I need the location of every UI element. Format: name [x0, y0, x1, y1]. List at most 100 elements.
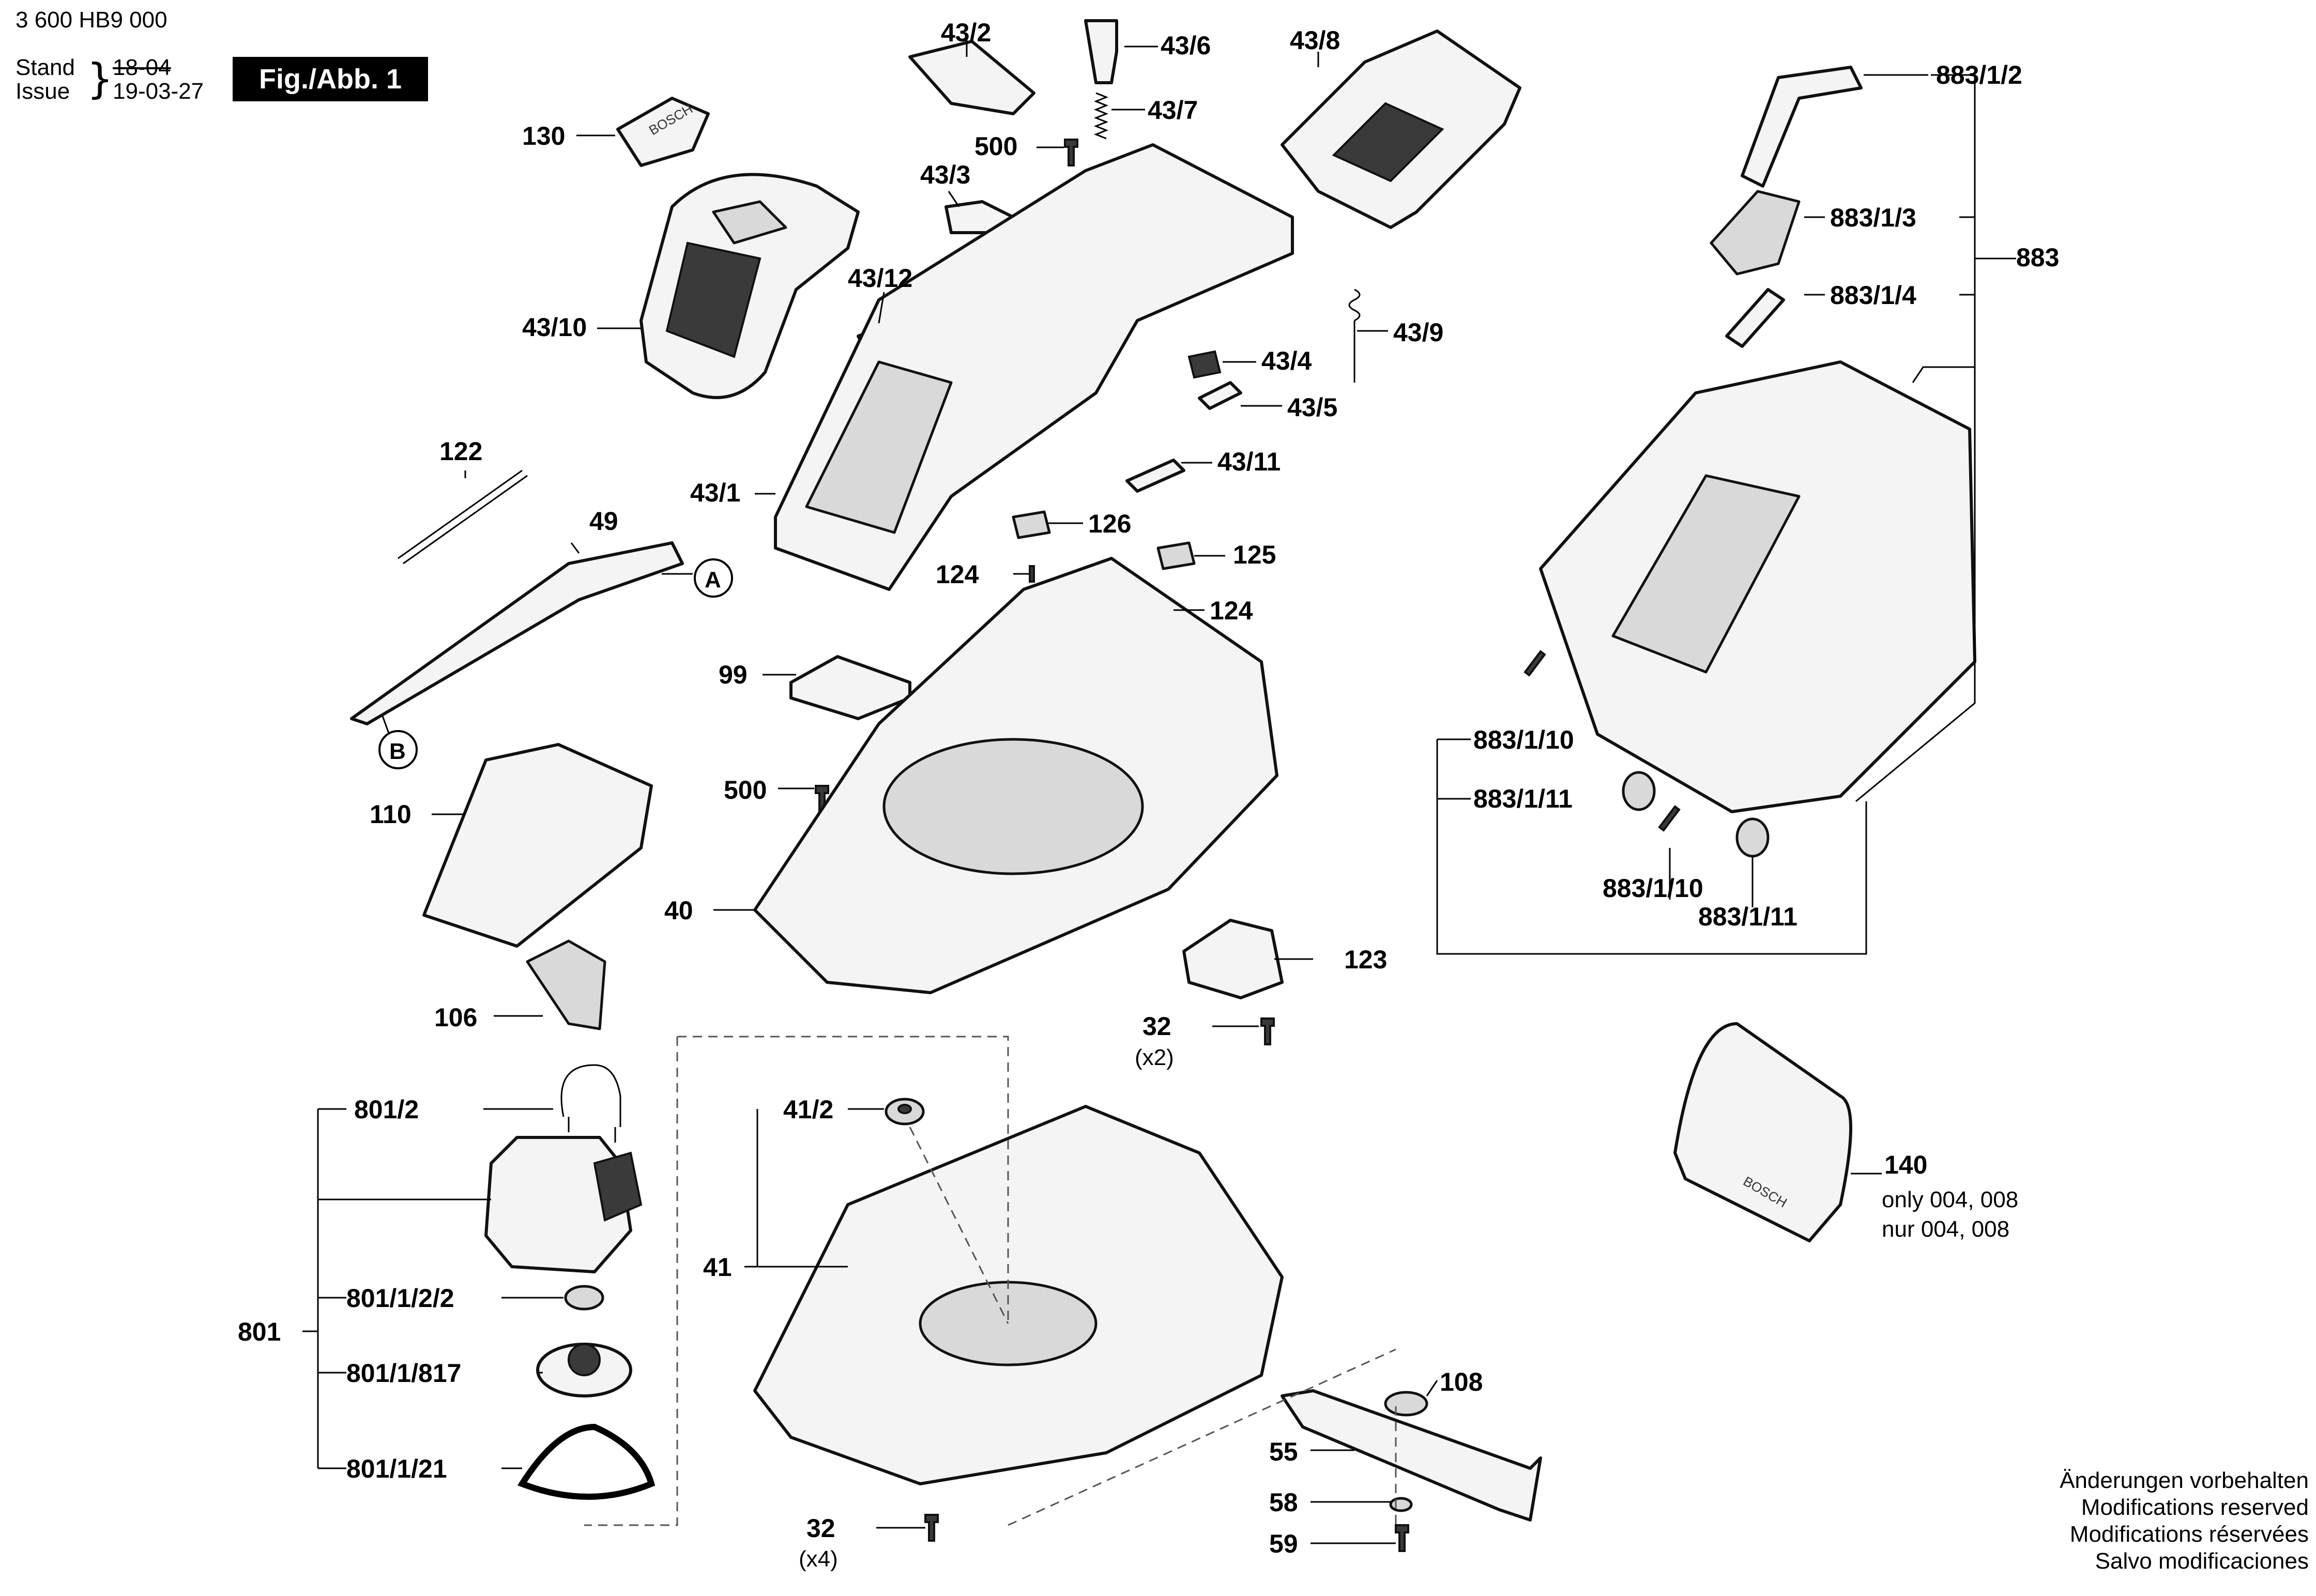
- label-122: 122: [439, 437, 482, 466]
- label-883-1-10-bottom: 883/1/10: [1603, 874, 1703, 903]
- label-883-1-2: 883/1/2: [1936, 60, 2022, 89]
- label-801-1-2-2: 801/1/2/2: [346, 1284, 454, 1313]
- leader-lines: [302, 39, 2016, 1544]
- part-883-1-2-handle: [1741, 66, 1863, 188]
- label-32-bottom-qty: (x4): [799, 1546, 838, 1572]
- label-883-1-4: 883/1/4: [1830, 281, 1916, 310]
- assembly-dash-lines: [584, 1036, 1397, 1530]
- label-59: 59: [1269, 1529, 1298, 1558]
- part-43-2: [908, 40, 1035, 115]
- part-883-1-4: [1725, 288, 1785, 348]
- part-801-1-21-belt: [517, 1423, 656, 1500]
- part-41-2-bushing: [885, 1098, 925, 1126]
- label-43-5: 43/5: [1287, 393, 1337, 422]
- label-b: B: [389, 739, 406, 764]
- label-883-1-10-top: 883/1/10: [1473, 725, 1574, 754]
- label-43-8: 43/8: [1290, 26, 1340, 55]
- label-140-note-en: only 004, 008: [1882, 1187, 2018, 1212]
- label-130: 130: [522, 121, 565, 150]
- part-41-deck: [753, 1105, 1284, 1485]
- part-43-6: [1084, 19, 1118, 84]
- part-110: [422, 743, 653, 948]
- label-883-1-3: 883/1/3: [1830, 203, 1916, 232]
- label-500-top: 500: [974, 132, 1017, 161]
- label-883-1-11-top: 883/1/11: [1473, 784, 1573, 813]
- part-55-blade: [1281, 1389, 1542, 1522]
- label-a: A: [705, 567, 721, 592]
- label-32-bottom: 32: [806, 1514, 835, 1543]
- label-110: 110: [370, 800, 412, 829]
- footer-note-de: Änderungen vorbehalten: [2060, 1468, 2309, 1493]
- part-883-1-11-cap-a: [1622, 771, 1656, 811]
- part-43-5: [1198, 381, 1242, 410]
- part-883-1-10-pin-a: [1523, 650, 1546, 677]
- label-41: 41: [703, 1253, 732, 1282]
- label-43-2: 43/2: [941, 18, 991, 47]
- footer-note-en: Modifications reserved: [2081, 1495, 2309, 1520]
- part-140-cover: BOSCH: [1673, 1022, 1852, 1242]
- part-883-1-11-cap-b: [1735, 817, 1770, 858]
- stand-label: Stand: [16, 55, 75, 80]
- part-883-1-10-pin-b: [1658, 805, 1681, 832]
- footer-note-es: Salvo modificaciones: [2095, 1548, 2309, 1574]
- part-43-4: [1187, 350, 1222, 379]
- label-124-left: 124: [936, 560, 979, 589]
- document-number: 3 600 HB9 000: [16, 7, 167, 33]
- label-108: 108: [1440, 1367, 1483, 1396]
- callout-circle-a: [694, 558, 733, 598]
- part-43-10-cover: [639, 173, 860, 399]
- label-140: 140: [1884, 1150, 1927, 1179]
- label-41-2: 41/2: [783, 1095, 833, 1124]
- label-43-12: 43/12: [848, 264, 912, 293]
- part-40-housing: [753, 557, 1278, 994]
- label-801-2: 801/2: [354, 1095, 419, 1124]
- part-32-screw-x4: [924, 1514, 939, 1542]
- label-43-10: 43/10: [522, 313, 587, 342]
- label-43-1: 43/1: [690, 478, 740, 507]
- figure-label: Fig./Abb. 1: [233, 57, 428, 101]
- part-122-spring: [398, 469, 528, 565]
- label-43-3: 43/3: [920, 160, 970, 189]
- part-106: [526, 939, 606, 1030]
- part-43-8-battery-cover: [1281, 29, 1521, 229]
- old-date: 18-04: [113, 55, 171, 80]
- label-500-body: 500: [724, 776, 767, 804]
- label-801-1-21: 801/1/21: [346, 1454, 447, 1483]
- part-58-washer: [1389, 1497, 1413, 1512]
- part-801-2-clip: [560, 1064, 621, 1143]
- footer-note-fr: Modifications réservées: [2069, 1522, 2309, 1547]
- part-883-1-3: [1710, 190, 1801, 276]
- label-99: 99: [719, 660, 748, 689]
- part-49-lever: [350, 541, 684, 725]
- label-40: 40: [664, 896, 693, 925]
- part-801-motor: [484, 1136, 643, 1273]
- label-883: 883: [2016, 243, 2059, 272]
- label-125: 125: [1233, 540, 1276, 569]
- part-43-1-handle-housing: [774, 143, 1294, 591]
- part-108-disc: [1384, 1391, 1428, 1417]
- part-500-screw-top: [1064, 139, 1078, 166]
- issue-date: 19-03-27: [113, 79, 204, 104]
- label-43-7: 43/7: [1148, 96, 1198, 125]
- part-43-9-spring: [1348, 288, 1361, 383]
- label-126: 126: [1088, 509, 1131, 538]
- label-883-1-11-bottom: 883/1/11: [1698, 902, 1797, 931]
- label-32-top-qty: (x2): [1135, 1045, 1174, 1070]
- issue-label: Issue: [16, 79, 70, 104]
- label-49: 49: [589, 507, 618, 536]
- label-106: 106: [434, 1003, 477, 1032]
- label-58: 58: [1269, 1488, 1298, 1517]
- brace-glyph: }: [87, 55, 113, 103]
- part-801-1-817-pulley: [536, 1343, 632, 1397]
- part-883-grass-box: [1539, 360, 1976, 813]
- label-32-top: 32: [1142, 1012, 1171, 1041]
- part-125: [1156, 541, 1196, 570]
- part-32-screw-x2: [1260, 1017, 1275, 1045]
- label-55: 55: [1269, 1437, 1298, 1466]
- label-43-11: 43/11: [1217, 447, 1281, 476]
- label-801: 801: [238, 1317, 281, 1346]
- part-130-badge: BOSCH: [616, 97, 710, 167]
- part-123: [1182, 919, 1284, 999]
- part-43-11: [1125, 459, 1185, 493]
